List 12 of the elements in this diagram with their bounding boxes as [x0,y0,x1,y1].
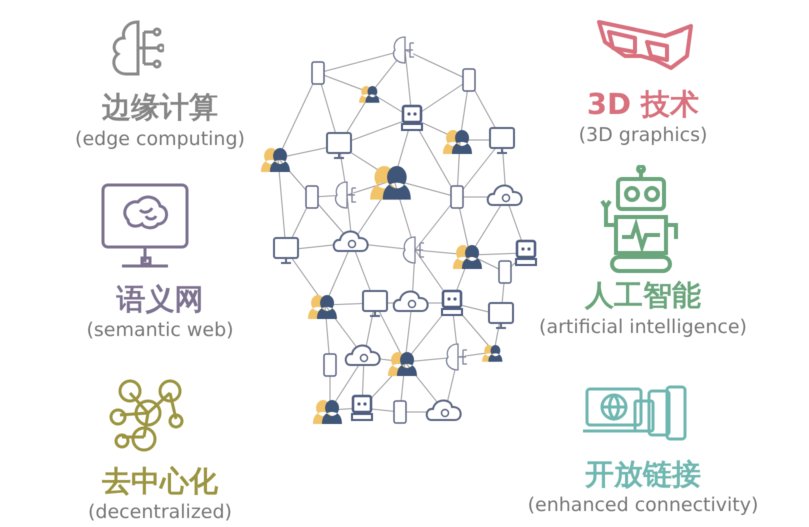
feature-subtitle: (semantic web) [86,318,234,342]
feature-subtitle: (artificial intelligence) [539,315,747,339]
feature-subtitle: (enhanced connectivity) [528,493,758,517]
feature-subtitle: (edge computing) [75,127,245,151]
feature-heading: 语义网 [116,282,204,316]
feature-heading: 3D 技术 [586,87,700,121]
feature-heading: 开放链接 [585,457,701,491]
feature-subtitle: (3D graphics) [578,123,708,147]
feature-heading: 人工智能 [585,278,701,312]
feature-subtitle: (decentralized) [88,500,232,524]
feature-heading: 边缘计算 [102,90,218,124]
feature-heading: 去中心化 [102,464,218,498]
